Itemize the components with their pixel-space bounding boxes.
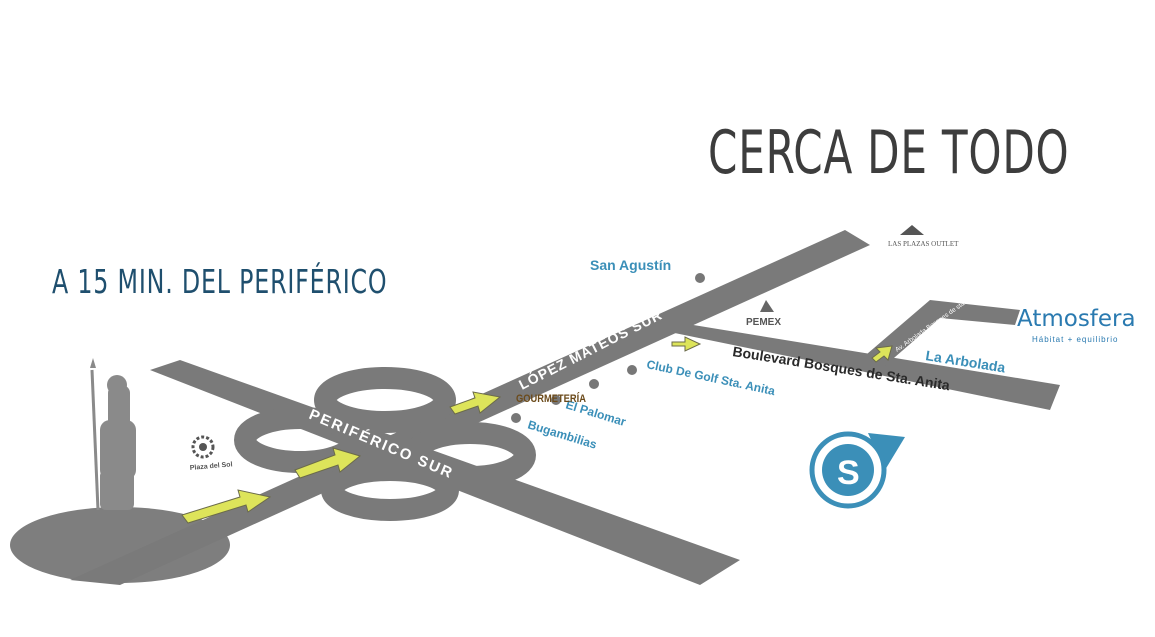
statue-shadow: [10, 507, 230, 583]
cloverleaf: [234, 367, 536, 521]
svg-text:Plaza del Sol: Plaza del Sol: [190, 461, 233, 472]
bugambilias-label: Bugambilias: [526, 417, 599, 451]
atmosfera-logo: Atmosfera Hábitat + equilibrio: [1017, 306, 1136, 344]
gourmeteria-dot: [589, 379, 599, 389]
page-title: CERCA DE TODO: [708, 118, 1070, 188]
arrow-icon: [449, 391, 502, 415]
svg-text:S: S: [837, 454, 860, 492]
arrow-icon: [294, 447, 362, 479]
pemex-logo: PEMEX: [746, 300, 781, 328]
lopez-mateos-label: LÓPEZ MATEOS SUR: [516, 305, 665, 392]
plaza-del-sol-logo: Plaza del Sol: [190, 435, 233, 472]
arrow-icon: [181, 489, 272, 524]
san-agustin-label: San Agustín: [590, 257, 671, 273]
club-golf-dot: [627, 365, 637, 375]
arrow-icon: [671, 336, 702, 352]
page-subtitle: A 15 MIN. DEL PERIFÉRICO: [52, 262, 388, 301]
svg-text:Atmosfera: Atmosfera: [1017, 306, 1136, 332]
svg-text:Hábitat + equilibrio: Hábitat + equilibrio: [1032, 335, 1118, 344]
arbolada-road: [860, 300, 1020, 370]
location-s-icon: S: [809, 431, 905, 509]
svg-text:PEMEX: PEMEX: [746, 317, 781, 328]
el-palomar-dot: [551, 395, 561, 405]
svg-text:LAS PLAZAS OUTLET: LAS PLAZAS OUTLET: [888, 240, 959, 248]
direction-arrows: [181, 336, 893, 524]
svg-text:GOURMETERÍA: GOURMETERÍA: [516, 391, 587, 405]
poi-dots: [511, 273, 705, 423]
gourmeteria-logo: GOURMETERÍA: [516, 391, 587, 405]
arrow-icon: [871, 345, 893, 363]
boulevard-road: [660, 322, 1060, 410]
club-golf-label: Club De Golf Sta. Anita: [645, 357, 776, 398]
las-plazas-outlet-logo: LAS PLAZAS OUTLET: [888, 225, 959, 248]
san-agustin-dot: [695, 273, 705, 283]
statue-icon: [90, 358, 136, 511]
bugambilias-dot: [511, 413, 521, 423]
